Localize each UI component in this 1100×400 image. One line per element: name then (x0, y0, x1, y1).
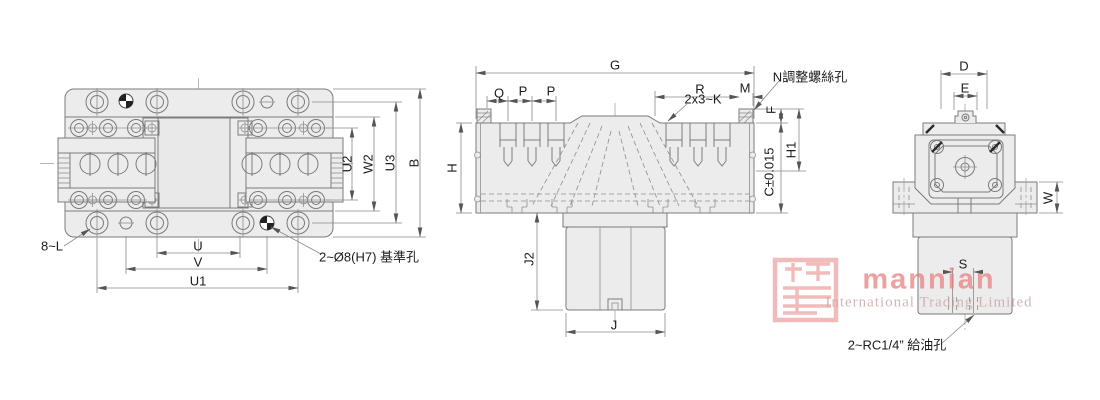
dim-label-d: D (959, 58, 969, 74)
dim-label-b: B (406, 158, 422, 168)
dim-label-u1: U1 (189, 273, 207, 289)
watermark-logo-icon (772, 257, 839, 323)
dim-label-m: M (739, 80, 751, 96)
dim-label-e: E (960, 80, 970, 96)
datum-hole-marker (118, 93, 275, 231)
front-view-drawing (456, 66, 806, 337)
note-hole-count: 8~L (40, 238, 64, 254)
dim-label-w2: W2 (360, 154, 376, 174)
note-adjust-screw: N調整螺絲孔 (772, 69, 848, 85)
side-view-drawing (892, 70, 1063, 345)
dim-label-h: H (444, 163, 460, 173)
dim-label-r: R (695, 81, 705, 97)
dim-label-j: J (610, 317, 618, 333)
plan-view-drawing (40, 78, 426, 293)
dim-label-u: U (193, 238, 203, 254)
note-tapped-holes: 2x3~K (684, 91, 722, 107)
dim-label-s: S (958, 256, 968, 272)
dim-label-p-left: P (518, 83, 528, 99)
left-jaw (57, 137, 157, 203)
dim-label-u3: U3 (382, 154, 398, 172)
dim-label-u2: U2 (339, 155, 355, 173)
watermark-subtitle: International Trading Limited (825, 294, 1033, 311)
dim-label-c-tol: C±0.015 (761, 147, 777, 197)
dim-label-q: Q (493, 85, 505, 101)
dim-label-v: V (193, 254, 203, 270)
dim-label-j2: J2 (521, 252, 537, 266)
dim-label-f: F (763, 106, 779, 114)
dim-label-g: G (609, 57, 621, 73)
note-oil-ports: 2~RC1/4” 給油孔 (847, 337, 947, 353)
dim-label-h1: H1 (783, 141, 799, 159)
note-datum-holes: 2~Ø8(H7) 基準孔 (318, 249, 420, 265)
watermark-brand: mannian (862, 263, 996, 296)
dim-label-p-right: P (546, 83, 556, 99)
dim-label-w: W (1040, 191, 1056, 205)
right-jaw (241, 137, 344, 203)
